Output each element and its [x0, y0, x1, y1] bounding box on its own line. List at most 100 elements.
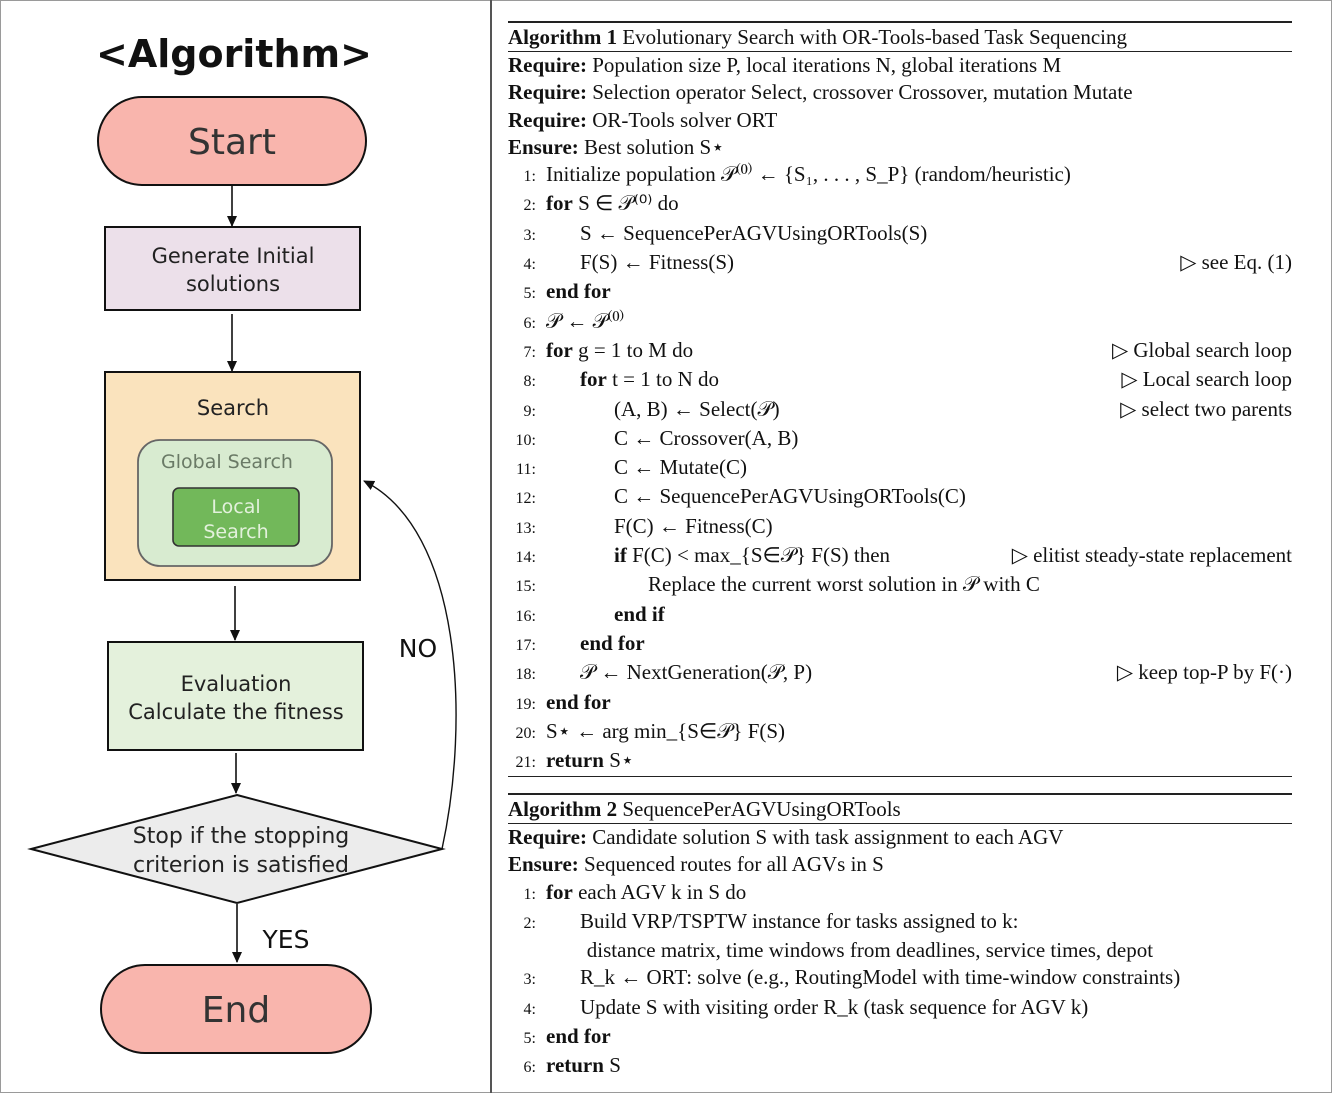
- algorithm1-line-number: 13:: [515, 519, 536, 537]
- algorithm1-line-number: 15:: [515, 578, 536, 596]
- algorithm1-statement: t = 1 to N do: [612, 367, 720, 392]
- algorithm1-keyword: Require:: [508, 107, 587, 132]
- algorithm1-statement: F(C) ← Fitness(C): [614, 513, 773, 538]
- algorithm1-line-number: 9:: [523, 402, 536, 420]
- local-search-label-line1: Local: [211, 496, 260, 518]
- evaluation-node: [107, 641, 364, 751]
- algorithm2-header-label: Algorithm 2: [508, 797, 618, 821]
- algorithm2-header: Algorithm 2 SequencePerAGVUsingORTools: [508, 795, 1292, 824]
- algorithm1-line-number: 5:: [523, 285, 536, 303]
- algorithm1-line: 13: F(C) ← Fitness(C): [508, 513, 1292, 542]
- algorithm1-line-number: 17:: [515, 636, 536, 654]
- algorithm1-line: 11: C ← Mutate(C): [508, 454, 1292, 483]
- algorithm1-keyword: return: [546, 748, 604, 773]
- algorithm1-statement: F(C) < max_{S∈𝒫} F(S) then: [632, 543, 891, 568]
- algorithm2-statement: Build VRP/TSPTW instance for tasks assig…: [580, 908, 1019, 933]
- algorithm1-keyword: for: [546, 337, 573, 362]
- algorithm1-keyword: end if: [614, 601, 665, 626]
- panel-divider: [490, 0, 492, 1093]
- algorithm2-statement: Sequenced routes for all AGVs in S: [584, 852, 884, 877]
- generate-label-line2: solutions: [186, 272, 280, 296]
- algorithm1-statement: S ∈ 𝒫⁽⁰⁾ do: [578, 191, 679, 216]
- algorithm1-line-number: 20:: [515, 724, 536, 742]
- algorithm1-comment: ▷ Local search loop: [1121, 367, 1292, 392]
- algorithm2-keyword: return: [546, 1053, 604, 1078]
- algorithm1-statement: C ← Mutate(C): [614, 455, 747, 480]
- edge-label-yes: YES: [262, 925, 310, 954]
- algorithm2-keyword: for: [546, 879, 573, 904]
- algorithm1-line-number: 6:: [523, 314, 536, 332]
- algorithm1-line: Ensure: Best solution S⋆: [508, 134, 1292, 161]
- algorithm1-line: 14: if F(C) < max_{S∈𝒫} F(S) then ▷ elitis…: [508, 542, 1292, 571]
- algorithm2-line: 2: Build VRP/TSPTW instance for tasks ass…: [508, 908, 1292, 937]
- evaluation-label-line1: Evaluation: [181, 672, 292, 696]
- algorithm2-line: 3:R_k ← ORT: solve (e.g., RoutingModel w…: [508, 964, 1292, 993]
- algorithm1-header-title: Evolutionary Search with OR-Tools-based …: [622, 25, 1127, 49]
- algorithm1-line: 21:return S⋆: [508, 747, 1292, 776]
- algorithm1-line: 3:S ← SequencePerAGVUsingORTools(S): [508, 220, 1292, 249]
- algorithm2-statement: R_k ← ORT: solve (e.g., RoutingModel wit…: [580, 965, 1181, 990]
- algorithm1-line: 19:end for: [508, 689, 1292, 718]
- algorithm1-line: 2: for S ∈ 𝒫⁽⁰⁾ do: [508, 190, 1292, 219]
- algorithm2-keyword: end for: [546, 1024, 611, 1049]
- algorithm1-line-number: 2:: [523, 197, 536, 215]
- algorithm1-line: 16:end if: [508, 601, 1292, 630]
- algorithm1-line-number: 12:: [515, 490, 536, 508]
- algorithm1-line-number: 1:: [523, 168, 536, 186]
- end-label: End: [202, 990, 270, 1031]
- algorithm2-keyword: Ensure:: [508, 852, 579, 877]
- algorithm2-statement: Update S with visiting order R_k (task s…: [580, 994, 1089, 1019]
- algorithm1-comment: ▷ select two parents: [1120, 396, 1292, 421]
- algorithm2-line: 5: end for: [508, 1023, 1292, 1052]
- algorithm1-statement: 𝒫 ← 𝒫⁽⁰⁾: [546, 308, 625, 333]
- algorithm1-line-number: 11:: [516, 461, 536, 479]
- algorithm1-line-number: 19:: [515, 695, 536, 713]
- algorithm1-statement: Population size P, local iterations N, g…: [592, 53, 1062, 77]
- algorithm1-bottom-rule: [508, 776, 1292, 778]
- algorithm1-line-number: 18:: [515, 666, 536, 684]
- algorithm2-keyword: Require:: [508, 825, 587, 849]
- algorithm2-line: 1:for each AGV k in S do: [508, 879, 1292, 908]
- algorithm1-line: 15:Replace the current worst solution in…: [508, 571, 1292, 600]
- algorithm1-comment: ▷ Global search loop: [1111, 337, 1292, 362]
- evaluation-label-line2: Calculate the fitness: [128, 700, 343, 724]
- algorithm1-line-number: 14:: [515, 549, 536, 567]
- algorithm2-statement: Candidate solution S with task assignmen…: [592, 825, 1064, 849]
- algorithm1-statement: C ← SequencePerAGVUsingORTools(C): [614, 484, 966, 509]
- algorithm1-statement: g = 1 to M do: [578, 337, 694, 362]
- algorithm1-comment: ▷ elitist steady-state replacement: [1011, 543, 1292, 568]
- algorithm1-statement: Initialize population 𝒫⁽⁰⁾ ← {S₁, . . . …: [546, 162, 1071, 187]
- algorithm1-line: 17:end for: [508, 630, 1292, 659]
- algorithm1-line: 10:C ← Crossover(A, B): [508, 425, 1292, 454]
- algorithm1-line: 9: (A, B) ← Select(𝒫) ▷ select two parents: [508, 396, 1292, 425]
- algorithm2-top-rule: [508, 793, 1292, 795]
- generate-label-line1: Generate Initial: [152, 244, 315, 268]
- algorithm1-line-number: 7:: [523, 343, 536, 361]
- algorithm2-line-number: 2:: [523, 914, 536, 932]
- algorithm1-statement: S⋆ ← arg min_{S∈𝒫} F(S): [546, 718, 786, 743]
- algorithm1-keyword: for: [546, 191, 573, 216]
- edge-no-loop: [363, 480, 457, 850]
- algorithm2-line: 4: Update S with visiting order R_k (task…: [508, 994, 1292, 1023]
- algorithm1-line-number: 8:: [523, 373, 536, 391]
- algorithm1-comment: ▷ see Eq. (1): [1180, 250, 1292, 275]
- algorithm1-line: 4:F(S) ← Fitness(S)▷ see Eq. (1): [508, 249, 1292, 278]
- algorithm1-statement: C ← Crossover(A, B): [614, 425, 799, 450]
- algorithm1-statement: 𝒫 ← NextGeneration(𝒫, P): [580, 660, 813, 685]
- algorithm1-line-number: 3:: [523, 226, 536, 244]
- algorithm1-keyword: if: [614, 543, 627, 568]
- algorithm2-body: Require: Candidate solution S with task …: [508, 824, 1292, 1082]
- algorithm1-line: Require: OR-Tools solver ORT: [508, 107, 1292, 134]
- algorithm1-line: 5:end for: [508, 278, 1292, 307]
- algorithm1-statement: S⋆: [609, 748, 635, 773]
- algorithm1-statement: Best solution S⋆: [584, 134, 725, 159]
- algorithm2-statement: each AGV k in S do: [578, 879, 747, 904]
- algorithm1-statement: (A, B) ← Select(𝒫): [614, 396, 780, 421]
- algorithm2-line-number: 4:: [523, 1000, 536, 1018]
- algorithm1-line: 20: S⋆ ← arg min_{S∈𝒫} F(S): [508, 718, 1292, 747]
- algorithm1-comment: ▷ keep top-P by F(·): [1116, 660, 1292, 685]
- algorithm2-line-number: 5:: [523, 1030, 536, 1048]
- algorithm1-line: 1: Initialize population 𝒫⁽⁰⁾ ← {S₁, . . …: [508, 161, 1292, 190]
- algorithm1-line-number: 4:: [523, 256, 536, 274]
- algorithm2-line: Require: Candidate solution S with task …: [508, 824, 1292, 851]
